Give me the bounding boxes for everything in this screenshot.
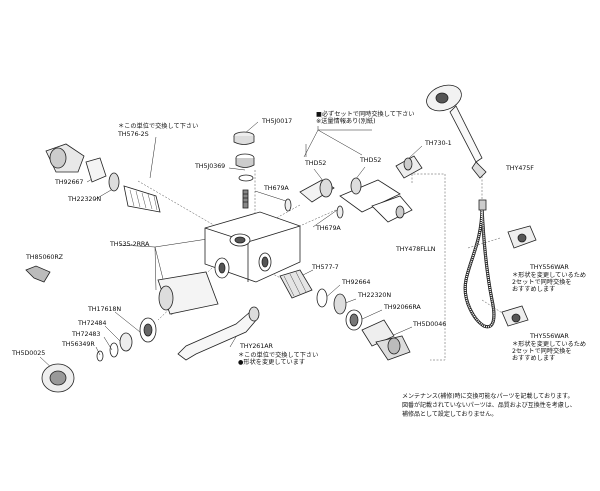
note-shape-change-b-line1: ＊形状を変更しているため	[512, 341, 587, 348]
label-THY261AR: THY261AR	[240, 342, 273, 350]
note-unit-exchange-bottom: ＊この単位で交換して下さい ●形状を変更しています	[238, 352, 318, 366]
label-TH679A-top: TH679A	[264, 184, 289, 192]
note-shape-change-b-line3: おすすめします	[512, 355, 556, 363]
label-THD52-a: THD52	[305, 159, 327, 167]
note-unit-exchange-top: ＊この単位で交換して下さい	[118, 123, 198, 130]
label-TH5J0017: TH5J0017	[262, 117, 293, 125]
label-TH577-7: TH577-7	[312, 263, 339, 271]
label-THY475F: THY475F	[506, 164, 534, 172]
spout	[177, 306, 260, 361]
footer-note: メンテナンス(補修)時に交換可能なパーツを記載しております。 図番が記載されてい…	[402, 392, 576, 419]
note-shape-change-a-line3: おすすめします	[512, 286, 556, 294]
label-TH535-2RRA: TH535-2RRA	[110, 240, 150, 248]
footer-line2: 図番が記載されていないパーツは、品質および互換性を考慮し、	[402, 402, 576, 409]
label-TH679A-bot: TH679A	[316, 224, 341, 232]
label-TH92667: TH92667	[55, 178, 84, 186]
label-THY556WAR-a: THY556WAR	[530, 263, 569, 271]
label-TH85060RZ: TH85060RZ	[26, 253, 63, 261]
label-TH5D0025: TH5D0025	[12, 349, 46, 357]
top-cap-assembly	[233, 131, 255, 209]
note-set-exchange-line1: ■必ずセットで同時交換して下さい	[316, 111, 415, 118]
label-THY478FLLN: THY478FLLN	[396, 245, 436, 253]
left-handle-assembly	[45, 143, 161, 213]
shower-hose	[463, 199, 496, 329]
note-shape-change-b: ＊形状を変更しているため 2セットで同時交換を おすすめします	[512, 341, 586, 362]
note-shape-change-bottom-text: ●形状を変更しています	[238, 359, 306, 367]
label-TH92664: TH92664	[342, 278, 371, 286]
lower-right-assembly	[279, 269, 411, 361]
label-TH5D0046: TH5D0046	[413, 320, 447, 328]
lower-left-assembly	[41, 271, 219, 393]
label-TH22320N-mid: TH22320N	[358, 291, 392, 299]
note-set-exchange: ■必ずセットで同時交換して下さい ※送量情報あり(別紙)	[316, 111, 414, 125]
label-THD52-b: THD52	[360, 156, 382, 164]
wall-hooks	[501, 225, 537, 327]
label-TH576-2S: TH576-2S	[118, 130, 149, 138]
label-TH72483: TH72483	[72, 330, 101, 338]
shower-head	[426, 84, 487, 179]
note-unit-exchange-bottom-text: ＊この単位で交換して下さい	[238, 352, 319, 359]
footer-line1: メンテナンス(補修)時に交換可能なパーツを記載しております。	[402, 393, 574, 400]
label-TH72484: TH72484	[78, 319, 107, 327]
note-shape-change-b-line2: 2セットで同時交換を	[512, 348, 572, 356]
note-shape-change-a: ＊形状を変更しているため 2セットで同時交換を おすすめします	[512, 272, 586, 293]
label-THY556WAR-b: THY556WAR	[530, 332, 569, 340]
note-set-exchange-line2: ※送量情報あり(別紙)	[316, 118, 376, 126]
note-shape-change-a-line2: 2セットで同時交換を	[512, 279, 572, 287]
right-connectors	[284, 155, 423, 223]
footer-line3: 補修品として設定しておりません。	[402, 411, 498, 418]
note-shape-change-a-line1: ＊形状を変更しているため	[512, 272, 587, 279]
label-TH17618N: TH17618N	[88, 305, 122, 313]
label-TH56349R: TH56349R	[62, 340, 95, 348]
label-TH5J0369: TH5J0369	[195, 162, 226, 170]
key-tool	[25, 265, 51, 283]
label-TH22320N-top: TH22320N	[68, 195, 102, 203]
valve-body	[204, 211, 301, 283]
set-bracket	[305, 126, 372, 157]
label-TH730-1: TH730-1	[425, 139, 452, 147]
label-TH92066RA: TH92066RA	[384, 303, 421, 311]
note-unit-exchange-top-text: ＊この単位で交換して下さい	[118, 123, 199, 130]
